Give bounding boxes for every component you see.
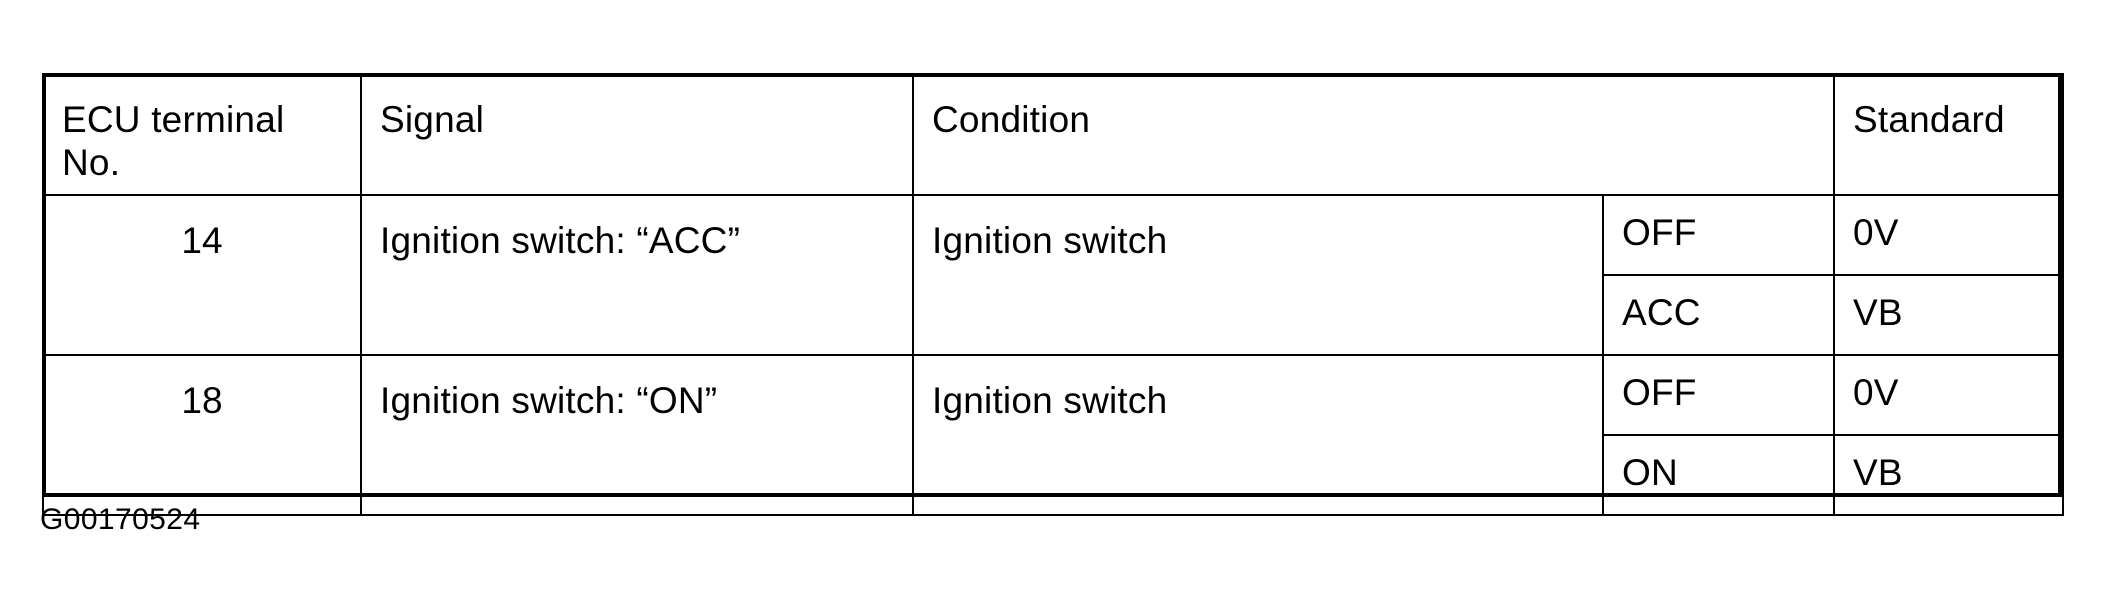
value-standard: 0V [1853,212,1899,253]
table-row: ACC VB [43,274,2065,356]
header-cell-standard: Standard [1833,73,2065,196]
value-signal: Ignition switch: “ACC” [380,220,741,261]
header-cell-condition: Condition [911,73,1836,196]
header-label-signal: Signal [380,99,485,140]
header-label-condition: Condition [932,99,1091,140]
value-standard: VB [1853,452,1903,493]
value-state: OFF [1622,372,1697,413]
table-row: ON VB [43,434,2065,516]
cell-standard: VB [1833,434,2065,516]
ecu-terminal-spec-table: ECU terminal No. Signal Condition Standa… [42,73,2065,516]
value-state: ACC [1622,292,1701,333]
value-terminal-no: 18 [181,380,223,421]
table-row: 18 Ignition switch: “ON” Ignition switch… [42,354,2065,516]
header-label-ecu-terminal-no: ECU terminal No. [62,99,285,183]
cell-signal: Ignition switch: “ACC” [360,194,914,356]
cell-signal: Ignition switch: “ON” [360,354,914,516]
cell-standard: VB [1833,274,2065,356]
cell-condition: Ignition switch [912,194,1604,356]
cell-condition: Ignition switch [912,354,1604,516]
cell-state: OFF [1601,194,1836,276]
value-terminal-no: 14 [181,220,223,261]
header-cell-ecu-terminal-no: ECU terminal No. [42,73,362,196]
figure-caption: G00170524 [40,503,201,536]
header-label-standard: Standard [1853,99,2005,140]
cell-standard: 0V [1833,194,2065,276]
value-state: ON [1622,452,1678,493]
table-header-row: ECU terminal No. Signal Condition Standa… [42,73,2065,196]
cell-terminal-no: 18 [42,354,362,516]
value-standard: 0V [1853,372,1899,413]
cell-standard: 0V [1833,354,2065,436]
cell-terminal-no: 14 [42,194,362,356]
value-state: OFF [1622,212,1697,253]
table-row: 14 Ignition switch: “ACC” Ignition switc… [42,194,2065,356]
cell-state: OFF [1601,354,1836,436]
header-cell-signal: Signal [360,73,914,196]
value-condition: Ignition switch [932,380,1168,421]
value-signal: Ignition switch: “ON” [380,380,718,421]
cell-state: ON [1601,434,1836,516]
cell-state: ACC [1601,274,1836,356]
value-condition: Ignition switch [932,220,1168,261]
value-standard: VB [1853,292,1903,333]
